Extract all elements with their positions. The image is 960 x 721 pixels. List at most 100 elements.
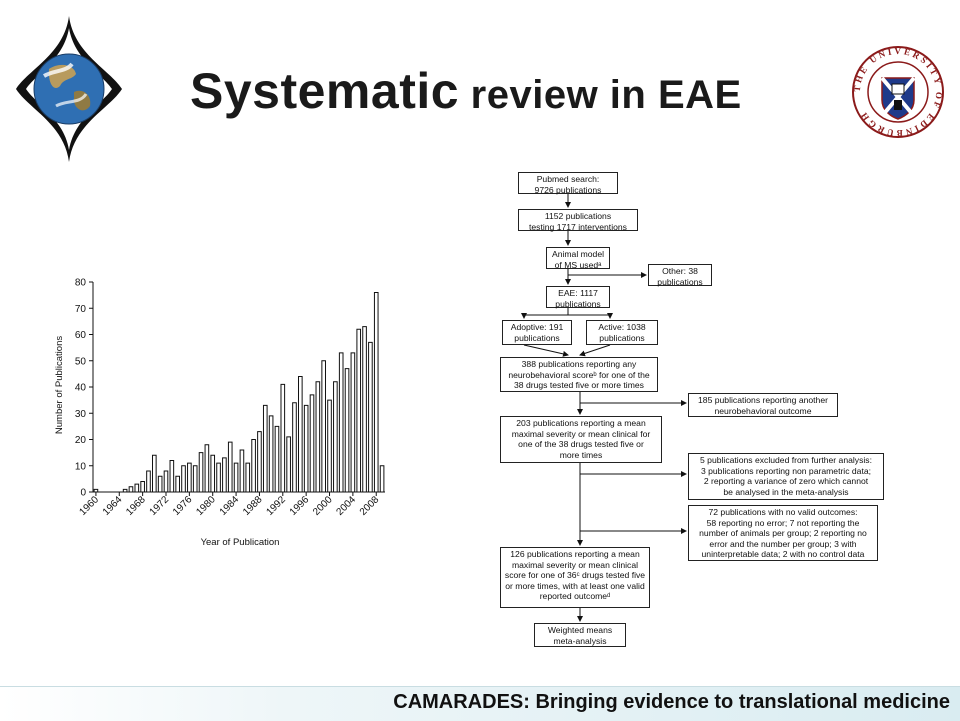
flow-text: Other: 38 (662, 266, 698, 276)
chart-bar (298, 376, 303, 493)
chart-bar (187, 462, 192, 493)
flow-box-eae: EAE: 1117 publications (546, 286, 610, 309)
chart-bar (257, 431, 262, 493)
flow-text: 58 reporting no error; 7 not reporting t… (706, 517, 860, 528)
chart-bar (315, 381, 321, 493)
flowchart-arrows (521, 194, 687, 622)
chart-bar (268, 415, 274, 493)
flow-text: 2 reporting a variance of zero which can… (703, 476, 869, 486)
chart-y-tick-label: 30 (75, 409, 87, 420)
chart-bar (233, 462, 239, 493)
chart-x-tick-label: 1992 (264, 494, 288, 518)
chart-x-tick-label: 2004 (334, 494, 358, 518)
flow-box-5-excluded: 5 publications excluded from further ana… (688, 453, 884, 500)
flow-box-active: Active: 1038 publications (586, 320, 658, 345)
flow-box-185: 185 publications reporting another neuro… (688, 393, 838, 417)
chart-bar (303, 404, 309, 493)
chart-bar (350, 352, 356, 493)
flow-text: maximal severity or mean clinical for (511, 428, 651, 439)
flow-text: more times (559, 449, 603, 460)
chart-bar (274, 425, 280, 493)
chart-bar (122, 488, 128, 493)
flow-box-388: 388 publications reporting any neurobeha… (500, 357, 658, 392)
flow-box-1152: 1152 publications testing 1717 intervent… (518, 209, 638, 232)
flow-text: maximal severity or mean clinical (511, 559, 639, 570)
chart-bar (163, 470, 169, 493)
flow-text: 185 publications reporting another (698, 395, 828, 405)
flow-text: 126 publications reporting a mean (510, 549, 640, 559)
footer-text: CAMARADES: Bringing evidence to translat… (393, 691, 950, 713)
chart-bar (286, 436, 291, 493)
chart-x-tick-label: 1972 (148, 494, 172, 518)
chart-bar (309, 394, 315, 493)
chart-y-tick-label: 0 (80, 488, 86, 499)
chart-x-axis-label: Year of Publication (201, 537, 280, 548)
flow-text: 5 publications excluded from further ana… (700, 455, 872, 465)
flow-text: be analysed in the meta-analysis (723, 486, 849, 497)
chart-bar (280, 383, 286, 493)
chart-bar (356, 328, 362, 493)
chart-y-tick-label: 70 (75, 304, 87, 315)
chart-bar (152, 454, 157, 493)
chart-bar (321, 360, 326, 493)
flow-text: reported outcomeᵈ (539, 591, 611, 601)
chart-x-tick-label: 2000 (311, 494, 335, 518)
chart-bar (169, 460, 175, 493)
flow-box-126: 126 publications reporting a mean maxima… (500, 547, 650, 608)
chart-bar (338, 352, 344, 493)
chart-x-tick-label: 1980 (194, 494, 218, 518)
flow-box-weighted-means: Weighted means meta-analysis (534, 623, 626, 647)
chart-bar (157, 475, 163, 493)
flow-text: Adoptive: 191 (510, 322, 564, 332)
flow-text: publications (514, 332, 560, 343)
flow-box-animal-model: Animal model of MS usedᵃ (546, 247, 610, 270)
camarades-logo (14, 14, 124, 169)
chart-y-axis-label: Number of Publications (54, 336, 65, 434)
chart-bar (373, 292, 379, 493)
flow-text: 388 publications reporting any (521, 359, 637, 369)
chart-bar (245, 462, 251, 493)
chart-bar (333, 381, 338, 493)
chart-y-tick-label: 10 (75, 461, 87, 472)
chart-y-tick-label: 60 (75, 330, 87, 341)
university-crest-icon: THE UNIVERSITY OF EDINBURGH (852, 46, 944, 138)
chart-bar (292, 402, 297, 493)
chart-bar (227, 441, 233, 493)
flow-text: 72 publications with no valid outcomes: (708, 507, 858, 517)
flow-text: or more times, with at least one valid (505, 580, 645, 591)
chart-y-tick-label: 50 (75, 356, 87, 367)
flow-text: error and the number per group; 3 with (709, 538, 857, 549)
chart-bar (210, 454, 216, 493)
flow-text: Weighted means (547, 625, 613, 635)
flow-text: Active: 1038 (598, 322, 646, 332)
chart-bar (198, 452, 204, 493)
chart-bar (222, 457, 227, 493)
chart-x-tick-label: 1984 (218, 494, 242, 518)
earth-icon (16, 16, 122, 162)
flow-text: number of animals per group; 2 reporting… (699, 528, 867, 538)
flow-text: neurobehavioral scoreᵇ for one of the (508, 369, 650, 380)
chart-bar (93, 488, 99, 493)
flow-text: 38 drugs tested five or more times (514, 380, 644, 390)
footer-bar: CAMARADES: Bringing evidence to translat… (0, 686, 960, 721)
chart-bar (239, 449, 245, 493)
chart-bar (181, 465, 186, 493)
flow-box-adoptive: Adoptive: 191 publications (502, 320, 572, 345)
flow-text: 203 publications reporting a mean (516, 418, 646, 428)
university-logo: THE UNIVERSITY OF EDINBURGH (850, 44, 946, 145)
chart-bar (379, 465, 385, 493)
chart-bar (362, 326, 367, 493)
flow-box-pubmed: Pubmed search: 9726 publications (518, 172, 618, 195)
flow-text: neurobehavioral outcome (714, 405, 812, 416)
chart-bar (216, 462, 221, 493)
chart-x-tick-label: 1976 (171, 494, 195, 518)
flow-text: testing 1717 interventions (529, 221, 627, 232)
chart-bar (128, 486, 134, 493)
flow-text: 3 publications reporting non parametric … (700, 465, 872, 476)
chart-bar (344, 368, 350, 493)
flow-text: of MS usedᵃ (554, 259, 602, 270)
chart-bar (251, 439, 256, 493)
slide-title: Systematic review in EAE (190, 62, 810, 120)
chart-bar (134, 483, 140, 493)
chart-y-tick-label: 80 (75, 278, 87, 289)
